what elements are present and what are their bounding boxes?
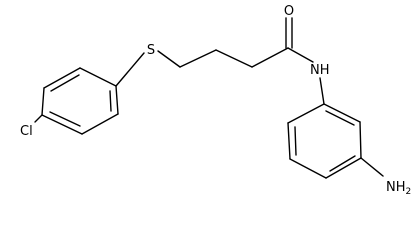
- bond: [115, 52, 145, 87]
- bond: [319, 77, 325, 105]
- chlorophenyl-ring: [41, 67, 119, 135]
- aromatic-inner-bond: [50, 74, 80, 92]
- aromatic-inner-bond: [49, 111, 81, 127]
- aminophenyl-ring: [287, 103, 362, 179]
- aromatic-inner-bond: [329, 155, 356, 172]
- bond: [34, 114, 43, 123]
- bond: [325, 157, 362, 179]
- bond: [41, 87, 45, 116]
- chemical-structure: Cl S O NH NH2: [20, 4, 411, 197]
- atom-label-oxygen: O: [284, 4, 294, 19]
- aromatic-inner-bond: [325, 110, 355, 126]
- atom-label-amino: NH2: [386, 180, 411, 197]
- aromatic-inner-bond: [294, 126, 297, 156]
- bond: [289, 158, 327, 179]
- amino-subscript: 2: [406, 187, 412, 197]
- bond: [41, 114, 83, 135]
- bond: [157, 50, 181, 68]
- bond: [179, 49, 217, 68]
- atom-label-nh: NH: [310, 63, 330, 78]
- bond: [115, 85, 119, 115]
- amino-nh: NH: [386, 180, 406, 195]
- atom-label-chlorine: Cl: [20, 124, 33, 139]
- bond: [251, 47, 289, 68]
- bond: [43, 67, 81, 89]
- atom-label-sulfur: S: [147, 43, 155, 58]
- aromatic-inner-bond: [109, 90, 112, 112]
- bond: [287, 103, 325, 124]
- bond: [359, 121, 362, 159]
- bond: [287, 47, 314, 63]
- bond: [287, 122, 291, 160]
- bond: [215, 49, 253, 68]
- bond: [81, 113, 119, 135]
- bond: [323, 103, 361, 123]
- bond: [360, 157, 384, 177]
- bond: [79, 67, 117, 87]
